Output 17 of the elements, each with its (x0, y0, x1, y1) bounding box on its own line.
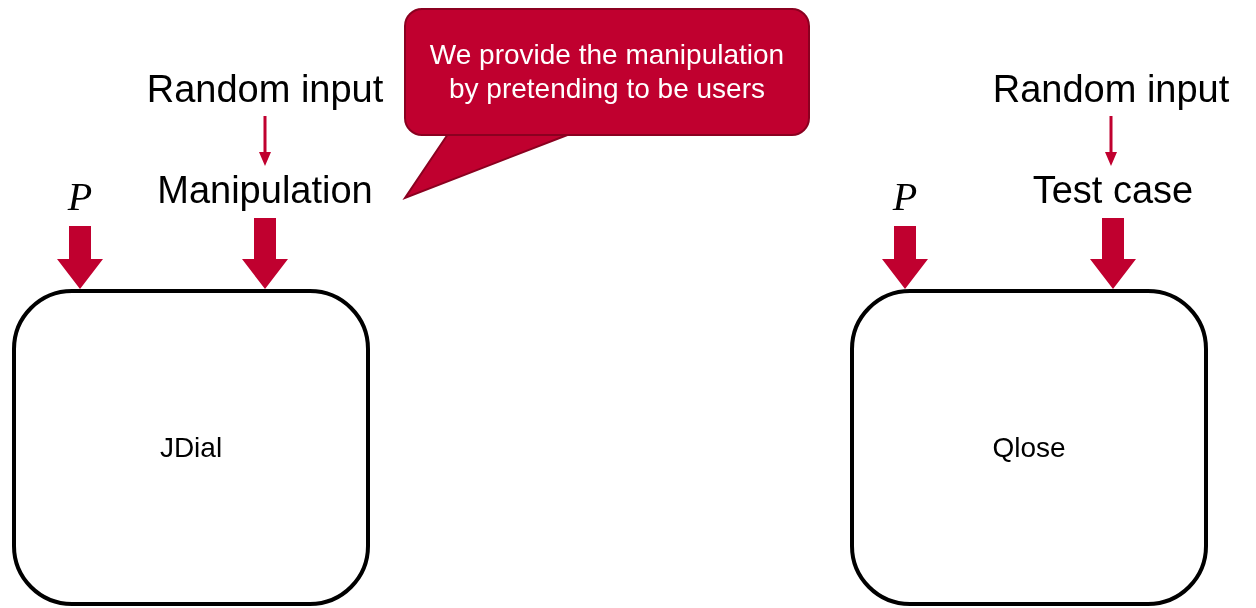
box-label: Qlose (992, 431, 1066, 464)
block-arrow (1090, 218, 1136, 289)
block-arrow (57, 226, 103, 289)
tool-box (12, 289, 370, 606)
arrow (1105, 116, 1117, 166)
arrow (259, 116, 271, 166)
block-arrow (882, 226, 928, 289)
variable-label: P (67, 172, 93, 220)
text-label: Random input (146, 67, 384, 111)
callout-text: We provide the manipulation by pretending to be users (428, 38, 786, 106)
text-label: Manipulation (157, 168, 373, 212)
text-label: Test case (1032, 168, 1194, 212)
tool-box (850, 289, 1208, 606)
text-label: Random input (992, 67, 1230, 111)
block-arrow (242, 218, 288, 289)
box-label: JDial (159, 431, 223, 464)
variable-label: P (892, 172, 918, 220)
